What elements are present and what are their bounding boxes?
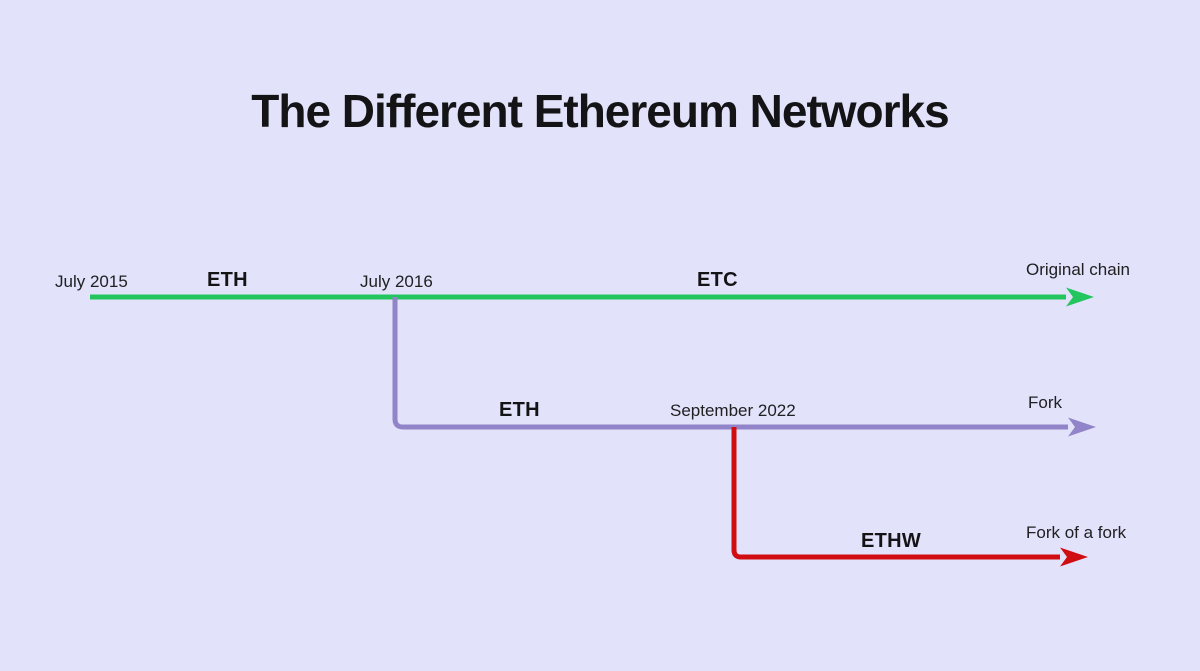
- label-start-date: July 2015: [55, 272, 128, 291]
- label-ethw-segment: ETHW: [861, 530, 922, 552]
- page-title: The Different Ethereum Networks: [251, 85, 949, 137]
- label-etc-segment: ETC: [697, 269, 738, 291]
- original-chain-arrowhead: [1066, 287, 1094, 307]
- label-original-chain: Original chain: [1026, 260, 1130, 279]
- fork-arrowhead: [1068, 417, 1096, 437]
- label-fork-date-2022: September 2022: [670, 401, 796, 420]
- label-eth-segment-1: ETH: [207, 269, 248, 291]
- label-fork-date-2016: July 2016: [360, 272, 433, 291]
- fork-of-fork-line: [731, 427, 1060, 560]
- fork-of-fork-arrowhead: [1060, 547, 1088, 567]
- label-fork-of-a-fork: Fork of a fork: [1026, 523, 1127, 542]
- label-eth-segment-2: ETH: [499, 399, 540, 421]
- label-fork: Fork: [1028, 393, 1062, 412]
- fork-line: [392, 297, 1068, 430]
